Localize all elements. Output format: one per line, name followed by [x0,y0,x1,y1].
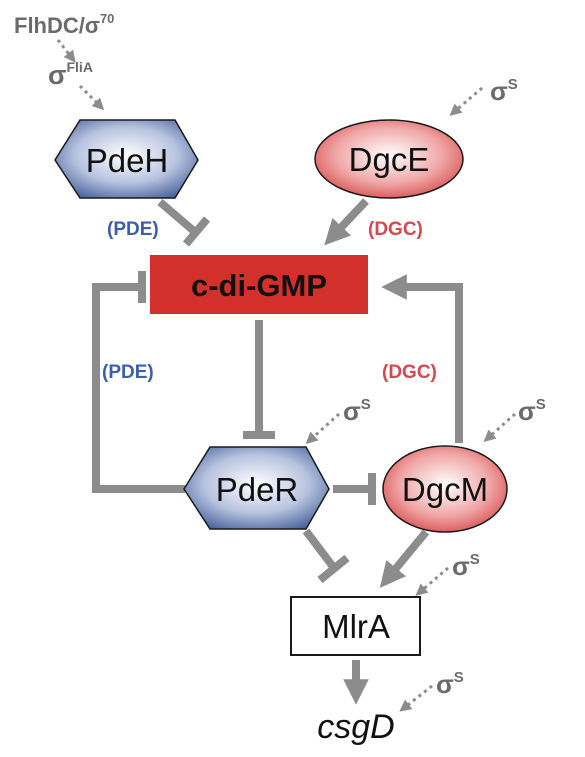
sigma-s-to-mlra-dotted-arrow [415,566,449,596]
pder-label: PdeR [216,471,299,508]
pdeh-node: PdeH [54,119,199,199]
dgcm-activates-mlra-edge [379,529,430,588]
cdigmp-node: c-di-GMP [150,255,368,314]
pder-inhibits-cdigmp-loop [92,283,185,493]
cdigmp-label: c-di-GMP [191,268,327,303]
dgce-node: DgcE [314,119,464,199]
mlra-label: MlrA [322,608,390,645]
dgc-label-right: (DGC) [382,362,437,383]
pdeh-label: PdeH [86,142,169,179]
sigma-s-to-dgcm-dotted-arrow [483,412,516,442]
sigma-s-label-dgcm: σS [518,396,546,426]
dgce-label: DgcE [349,141,430,178]
pde-label-top: (PDE) [107,219,159,240]
sigma-s-to-dgce-dotted-arrow [449,86,483,116]
dgcm-label: DgcM [402,471,488,508]
sigma-s-to-csgd-dotted-arrow [399,684,433,712]
flhdc-sigma70-label: FlhDC/σ70 [14,11,114,38]
dgce-activates-cdigmp-edge [324,198,369,246]
dgc-label-top: (DGC) [368,219,423,240]
pder-inhibits-mlra-edge [302,528,338,571]
sigma-s-label-csgd: σS [436,669,464,699]
flhdc-to-flia-dotted-arrow [56,39,76,63]
pder-mlra-inhibition-bar [317,554,350,584]
sigma-s-to-pder-dotted-arrow [305,412,341,445]
pder-node: PdeR [183,446,330,530]
mlra-node: MlrA [290,596,421,656]
pdeh-inhibits-cdigmp-edge [157,198,198,236]
dgcm-activates-cdigmp-loop [381,274,463,443]
dgcm-node: DgcM [382,445,508,533]
flia-to-pdeh-dotted-arrow [78,84,105,111]
sigma-s-label-dgce: σS [490,76,518,106]
pdeh-inhibition-bar [182,216,211,247]
sigma-flia-label: σFliA [48,59,93,90]
sigma-s-label-mlra: σS [452,551,480,581]
pde-label-left: (PDE) [102,362,154,383]
sigma-s-label-pder: σS [343,396,371,426]
csgd-label: csgD [317,708,394,746]
